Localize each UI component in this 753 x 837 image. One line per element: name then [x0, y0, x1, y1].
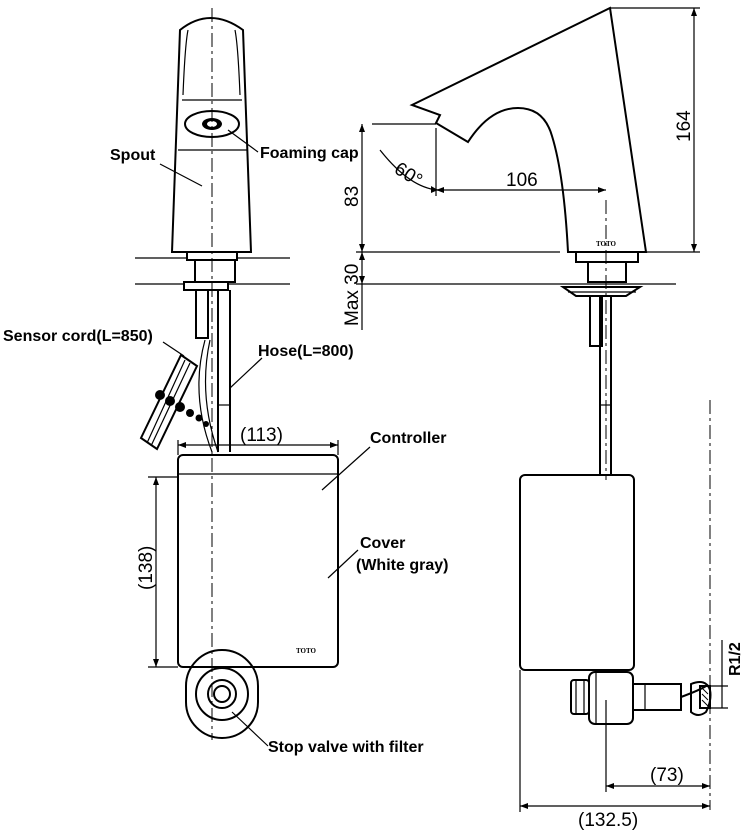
controller-height-value: (138) — [136, 546, 157, 590]
side-spout: TOTO — [409, 6, 648, 253]
dim-controller-height: (138) — [136, 476, 178, 668]
dim-total-height: 164 — [610, 7, 700, 253]
dim-reach: 106 — [435, 128, 606, 196]
front-view: TOTO (113) (138) — [3, 8, 448, 756]
front-controller-box: TOTO — [177, 454, 339, 668]
side-base-nut — [559, 251, 644, 347]
reach-value: 106 — [506, 170, 538, 191]
side-view: TOTO — [342, 6, 744, 831]
front-spout — [170, 17, 253, 253]
dim-spray-angle: 60° — [372, 123, 439, 193]
side-stop-valve — [570, 671, 712, 725]
label-cover: Cover — [360, 535, 405, 552]
label-hose: Hose(L=800) — [258, 343, 354, 360]
max-deck-value: Max 30 — [342, 264, 363, 326]
label-spout: Spout — [110, 147, 156, 164]
thread-value: R1/2 — [727, 642, 744, 676]
front-brand-logo: TOTO — [296, 647, 317, 655]
dim-spout-height: 83 — [342, 124, 560, 253]
label-foaming-cap: Foaming cap — [260, 145, 359, 162]
spout-height-value: 83 — [342, 186, 363, 207]
controller-width-value: (113) — [240, 425, 283, 446]
overall-depth-value: (132.5) — [578, 810, 638, 831]
front-sensor-cord — [139, 339, 219, 453]
front-hose — [217, 290, 231, 452]
total-height-value: 164 — [674, 110, 695, 142]
dim-controller-width: (113) — [177, 425, 339, 455]
front-labels: Spout Foaming cap Sensor cord(L=850) Hos… — [3, 129, 448, 756]
valve-offset-value: (73) — [650, 765, 684, 786]
label-stop-valve: Stop valve with filter — [268, 739, 424, 756]
angle-value: 60° — [390, 158, 425, 191]
dim-max-deck: Max 30 — [342, 252, 560, 330]
side-controller-box — [519, 474, 635, 671]
label-cover-color: (White gray) — [356, 557, 448, 574]
dim-thread: R1/2 — [706, 640, 744, 709]
dim-valve-offset: (73) — [605, 700, 710, 792]
front-stop-valve — [185, 649, 259, 739]
dim-overall-depth: (132.5) — [519, 670, 710, 831]
label-sensor-cord: Sensor cord(L=850) — [3, 328, 153, 345]
label-controller: Controller — [370, 430, 446, 447]
